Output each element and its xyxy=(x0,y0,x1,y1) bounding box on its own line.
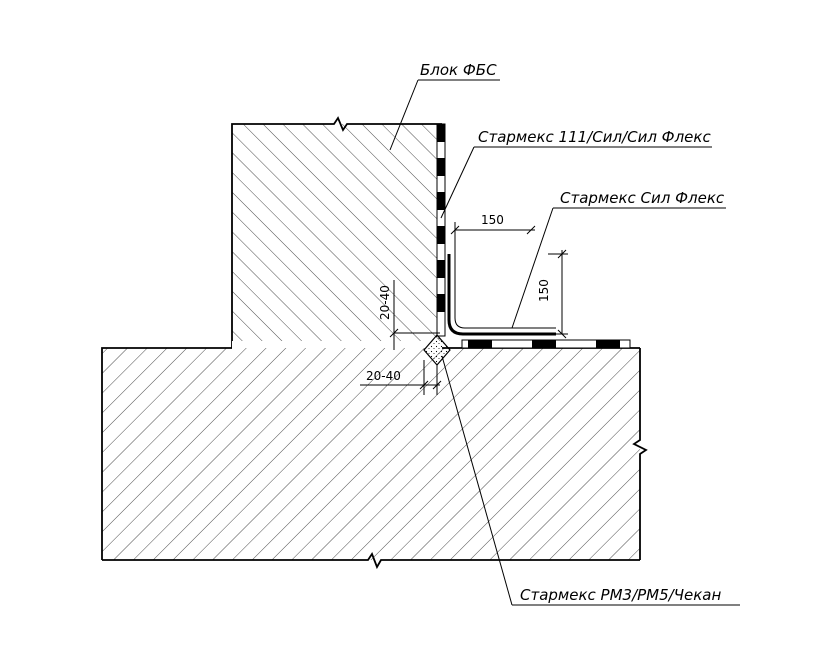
sealant-fillet xyxy=(447,254,556,336)
leader-block: Блок ФБС xyxy=(389,61,500,151)
dim-horizontal-20-40-label: 20-40 xyxy=(366,369,401,383)
vertical-membrane xyxy=(436,123,446,337)
leader-rope: Стармекс РМ3/РМ5/Чекан xyxy=(441,355,740,606)
horizontal-membrane xyxy=(461,339,631,349)
label-sealant-corner: Стармекс Сил Флекс xyxy=(560,189,725,207)
dim-horizontal-150-label: 150 xyxy=(481,213,504,227)
dim-horizontal-150: 150 xyxy=(450,213,536,254)
leader-sealant-corner: Стармекс Сил Флекс xyxy=(511,189,726,329)
dim-vertical-20-40: 20-40 xyxy=(378,280,440,350)
leader-membrane-vertical: Стармекс 111/Сил/Сил Флекс xyxy=(440,128,712,219)
label-block: Блок ФБС xyxy=(420,61,497,79)
dim-vertical-150-label: 150 xyxy=(537,279,551,302)
dim-horizontal-20-40: 20-40 xyxy=(360,360,442,395)
label-membrane-vertical: Стармекс 111/Сил/Сил Флекс xyxy=(478,128,711,146)
label-rope: Стармекс РМ3/РМ5/Чекан xyxy=(520,586,721,604)
fbs-block xyxy=(231,116,442,348)
dim-vertical-150: 150 xyxy=(537,249,568,339)
dim-vertical-20-40-label: 20-40 xyxy=(378,285,392,320)
